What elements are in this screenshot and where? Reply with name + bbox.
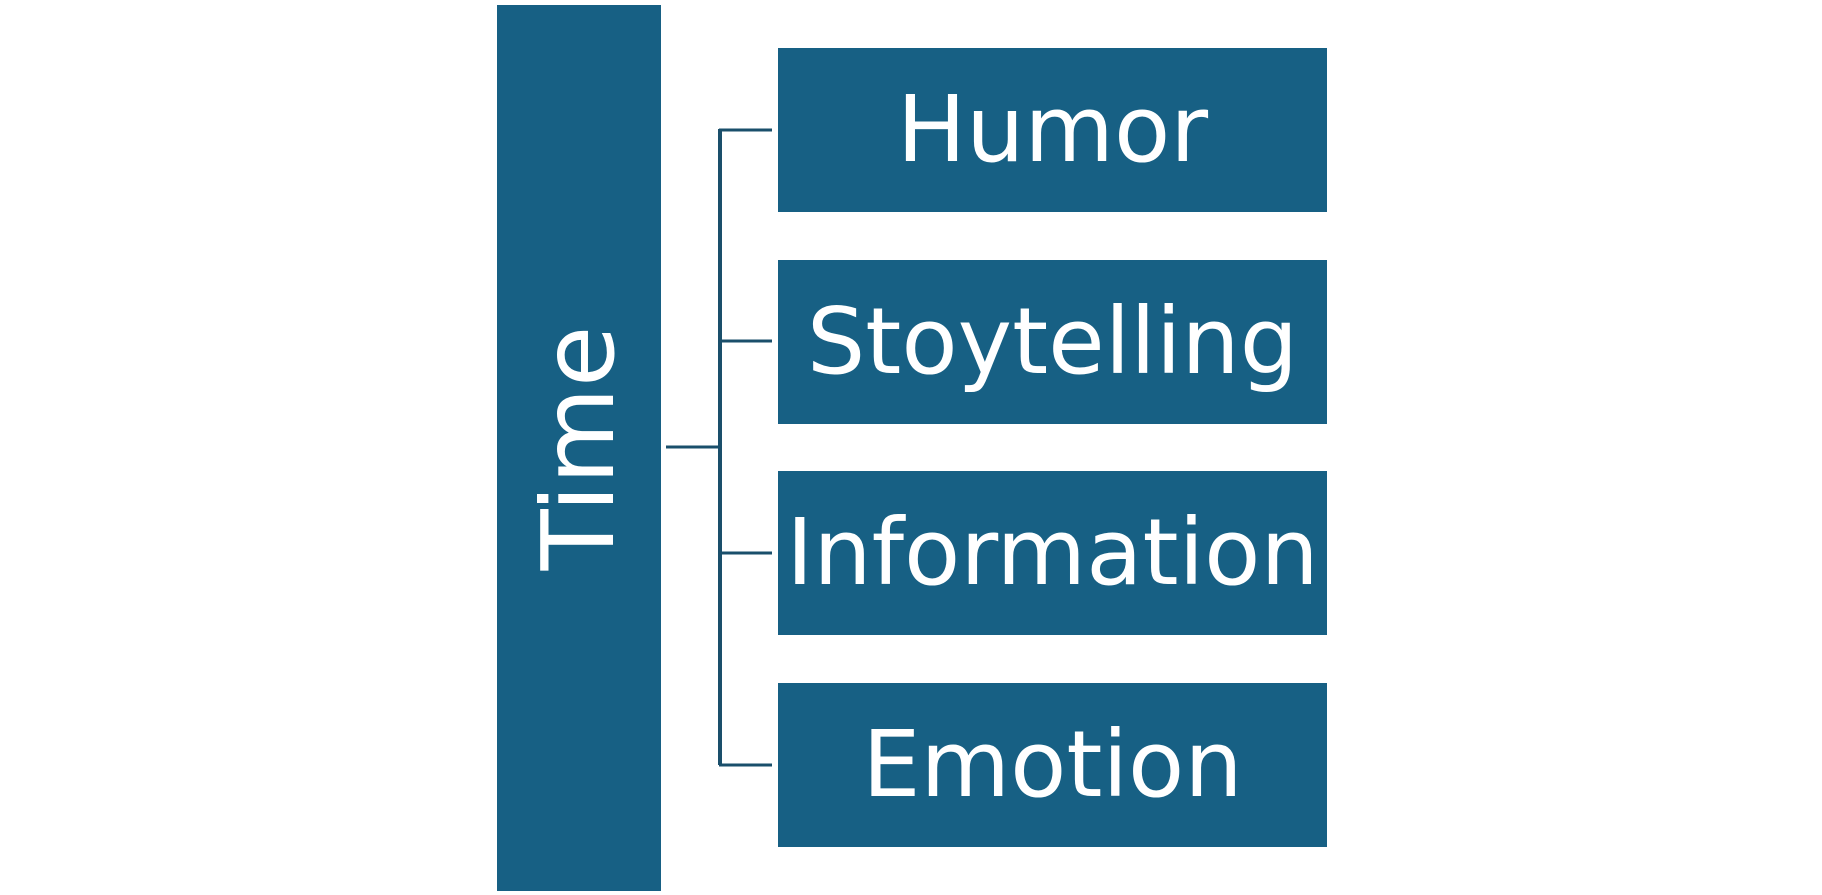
child-node-storytelling: Stoytelling [778, 260, 1327, 424]
child-node-label: Stoytelling [806, 288, 1299, 395]
child-node-information: Information [778, 471, 1327, 635]
child-node-label: Information [786, 499, 1319, 606]
child-node-humor: Humor [778, 48, 1327, 212]
root-node-time: Time [497, 5, 661, 891]
child-node-emotion: Emotion [778, 683, 1327, 847]
child-node-label: Humor [896, 76, 1209, 183]
child-node-label: Emotion [862, 711, 1243, 818]
root-node-label: Time [520, 325, 637, 571]
